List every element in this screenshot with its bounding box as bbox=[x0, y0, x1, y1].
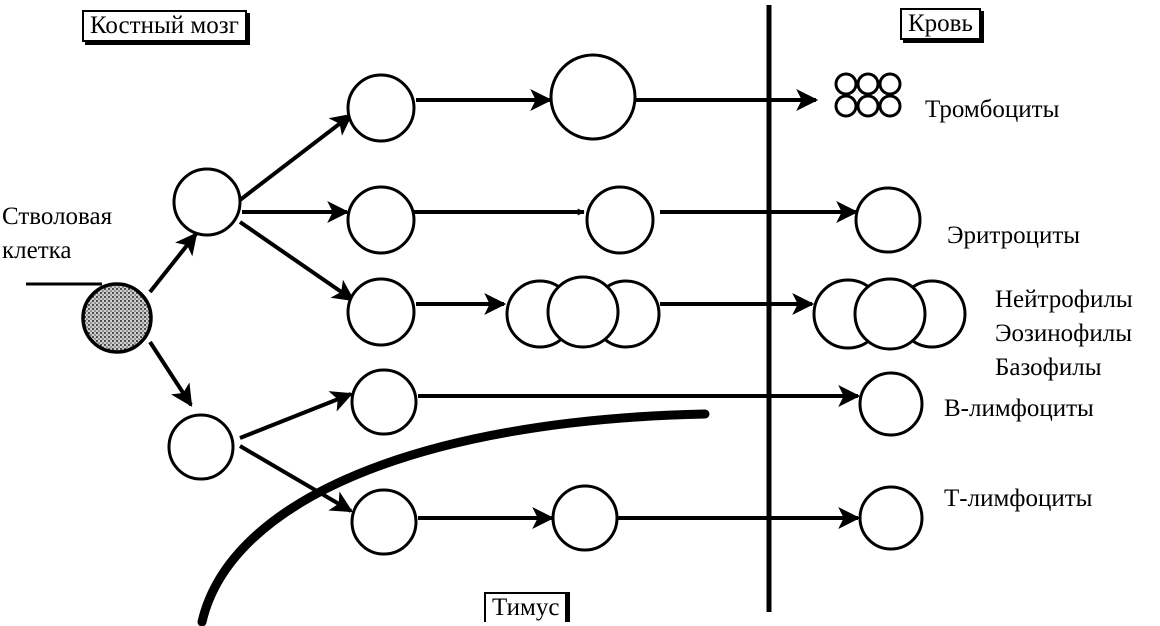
erythrocytes-label: Эритроциты bbox=[947, 222, 1081, 249]
thymocyte-cell bbox=[551, 484, 619, 552]
lymphoid-progenitor-cell bbox=[167, 413, 235, 481]
b-lymphocyte-cell bbox=[858, 371, 924, 437]
erythroblast-cell bbox=[346, 185, 416, 255]
erythrocyte-cell bbox=[854, 186, 922, 254]
granulocyte-cell-2 bbox=[853, 277, 927, 351]
myeloblast-cell bbox=[346, 277, 416, 347]
megakaryocyte-cell bbox=[549, 53, 637, 141]
normoblast-cell bbox=[585, 185, 655, 255]
bone-marrow-label: Костный мозг bbox=[82, 10, 247, 43]
megakaryoblast-cell bbox=[346, 73, 416, 143]
b-precursor-cell bbox=[350, 368, 418, 436]
myelocyte-cell-2 bbox=[546, 275, 620, 349]
t-lymphocytes-label: Т-лимфоциты bbox=[944, 485, 1093, 512]
stem-cell-label: Стволовая клетка bbox=[2, 200, 112, 268]
stem-cell bbox=[81, 282, 153, 354]
granulocytes-label: Нейтрофилы Эозинофилы Базофилы bbox=[995, 283, 1133, 384]
stem-cell-label-line1: Стволовая bbox=[2, 203, 113, 230]
blood-label: Кровь bbox=[900, 8, 981, 41]
arrow-lymphoid-to-t-precursor bbox=[238, 444, 353, 513]
neutrophils-label: Нейтрофилы bbox=[995, 286, 1133, 313]
arrow-stem-to-lymphoid bbox=[148, 340, 193, 407]
arrows bbox=[148, 89, 861, 529]
arrow-myeloid-to-megakaryoblast bbox=[238, 113, 353, 202]
b-lymphocytes-label: В-лимфоциты bbox=[944, 395, 1094, 422]
eosinophils-label: Эозинофилы bbox=[995, 319, 1132, 347]
thymus-label: Тимус bbox=[484, 592, 568, 623]
stem-cell-label-line2: клетка bbox=[2, 236, 72, 264]
arrow-stem-to-myeloid bbox=[148, 232, 198, 294]
t-lymphocyte-cell bbox=[858, 485, 924, 551]
t-precursor-cell bbox=[350, 488, 418, 556]
basophils-label: Базофилы bbox=[995, 353, 1102, 381]
cells bbox=[81, 53, 967, 556]
myeloid-progenitor-cell bbox=[172, 167, 242, 237]
arrow-lymphoid-to-b-precursor bbox=[239, 391, 354, 440]
arrow-myeloid-to-myeloblast bbox=[238, 220, 355, 302]
thymus-boundary-curve bbox=[197, 409, 710, 626]
platelets-label: Тромбоциты bbox=[925, 96, 1060, 123]
platelet-cluster bbox=[834, 72, 902, 118]
